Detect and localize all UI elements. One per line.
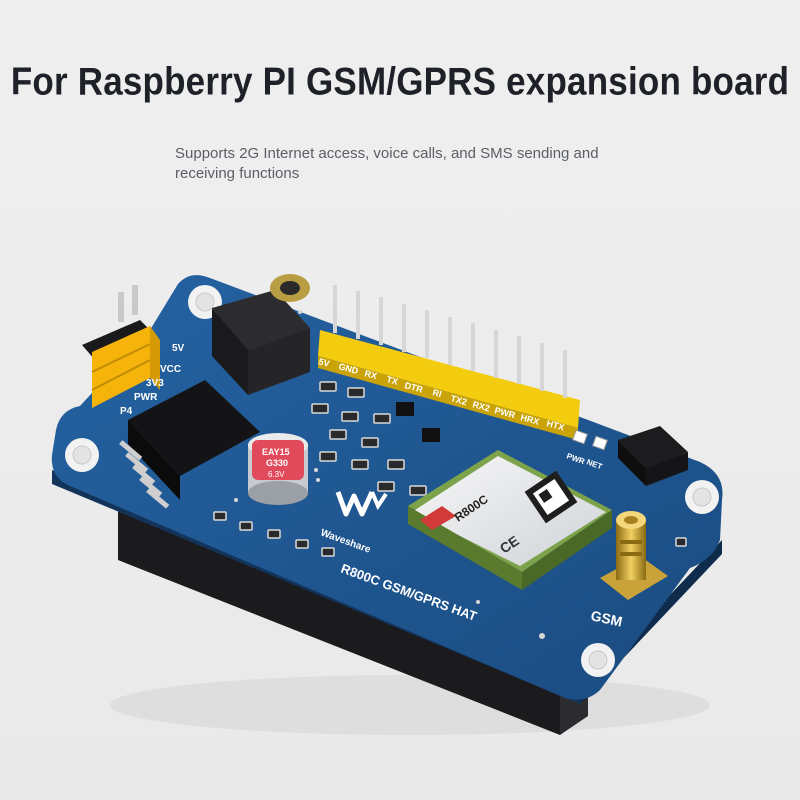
feature-description: Supports 2G Internet access, voice calls… (175, 145, 599, 182)
pin-label-dtr: DTR (403, 380, 424, 395)
pin-label-tx: TX (385, 374, 399, 387)
power-button (618, 426, 688, 486)
pin-label-htx: HTX (545, 418, 565, 432)
headline: For Raspberry PI GSM/GPRS expansion boar… (10, 59, 790, 104)
jumper-header (82, 285, 160, 408)
board-shadow (110, 675, 710, 735)
capacitor-text-1: EAY15 (262, 447, 290, 457)
power-ic (119, 380, 260, 509)
pin-label-rx2: RX2 (471, 399, 491, 413)
pin-header (318, 285, 580, 440)
capacitor: EAY15 G330 6.3V (248, 433, 308, 505)
capacitor-text-3: 6.3V (268, 470, 285, 479)
pin-label-tx2: TX2 (449, 393, 468, 407)
sma-connector (600, 511, 668, 600)
capacitor-text-2: G330 (266, 458, 288, 468)
antenna-label: GSM (589, 607, 624, 629)
jumper-label-p4: P4 (120, 406, 133, 417)
smd-components (213, 381, 687, 557)
jumper-label-vcc: VCC (160, 364, 181, 375)
jumper-label-5v: 5V (172, 343, 185, 354)
transistors (396, 402, 440, 442)
jumper-label-3v3: 3V3 (146, 378, 164, 389)
pin-label-5v: 5V (317, 356, 330, 369)
pin-label-rx: RX (363, 368, 378, 381)
jumper-label-pwr: PWR (134, 392, 158, 403)
pin-label-hrx: HRX (519, 412, 540, 427)
vias (234, 310, 545, 639)
gsm-module: R800C CE (408, 450, 612, 590)
audio-jack (212, 274, 310, 395)
pin-label-ri: RI (431, 387, 442, 399)
